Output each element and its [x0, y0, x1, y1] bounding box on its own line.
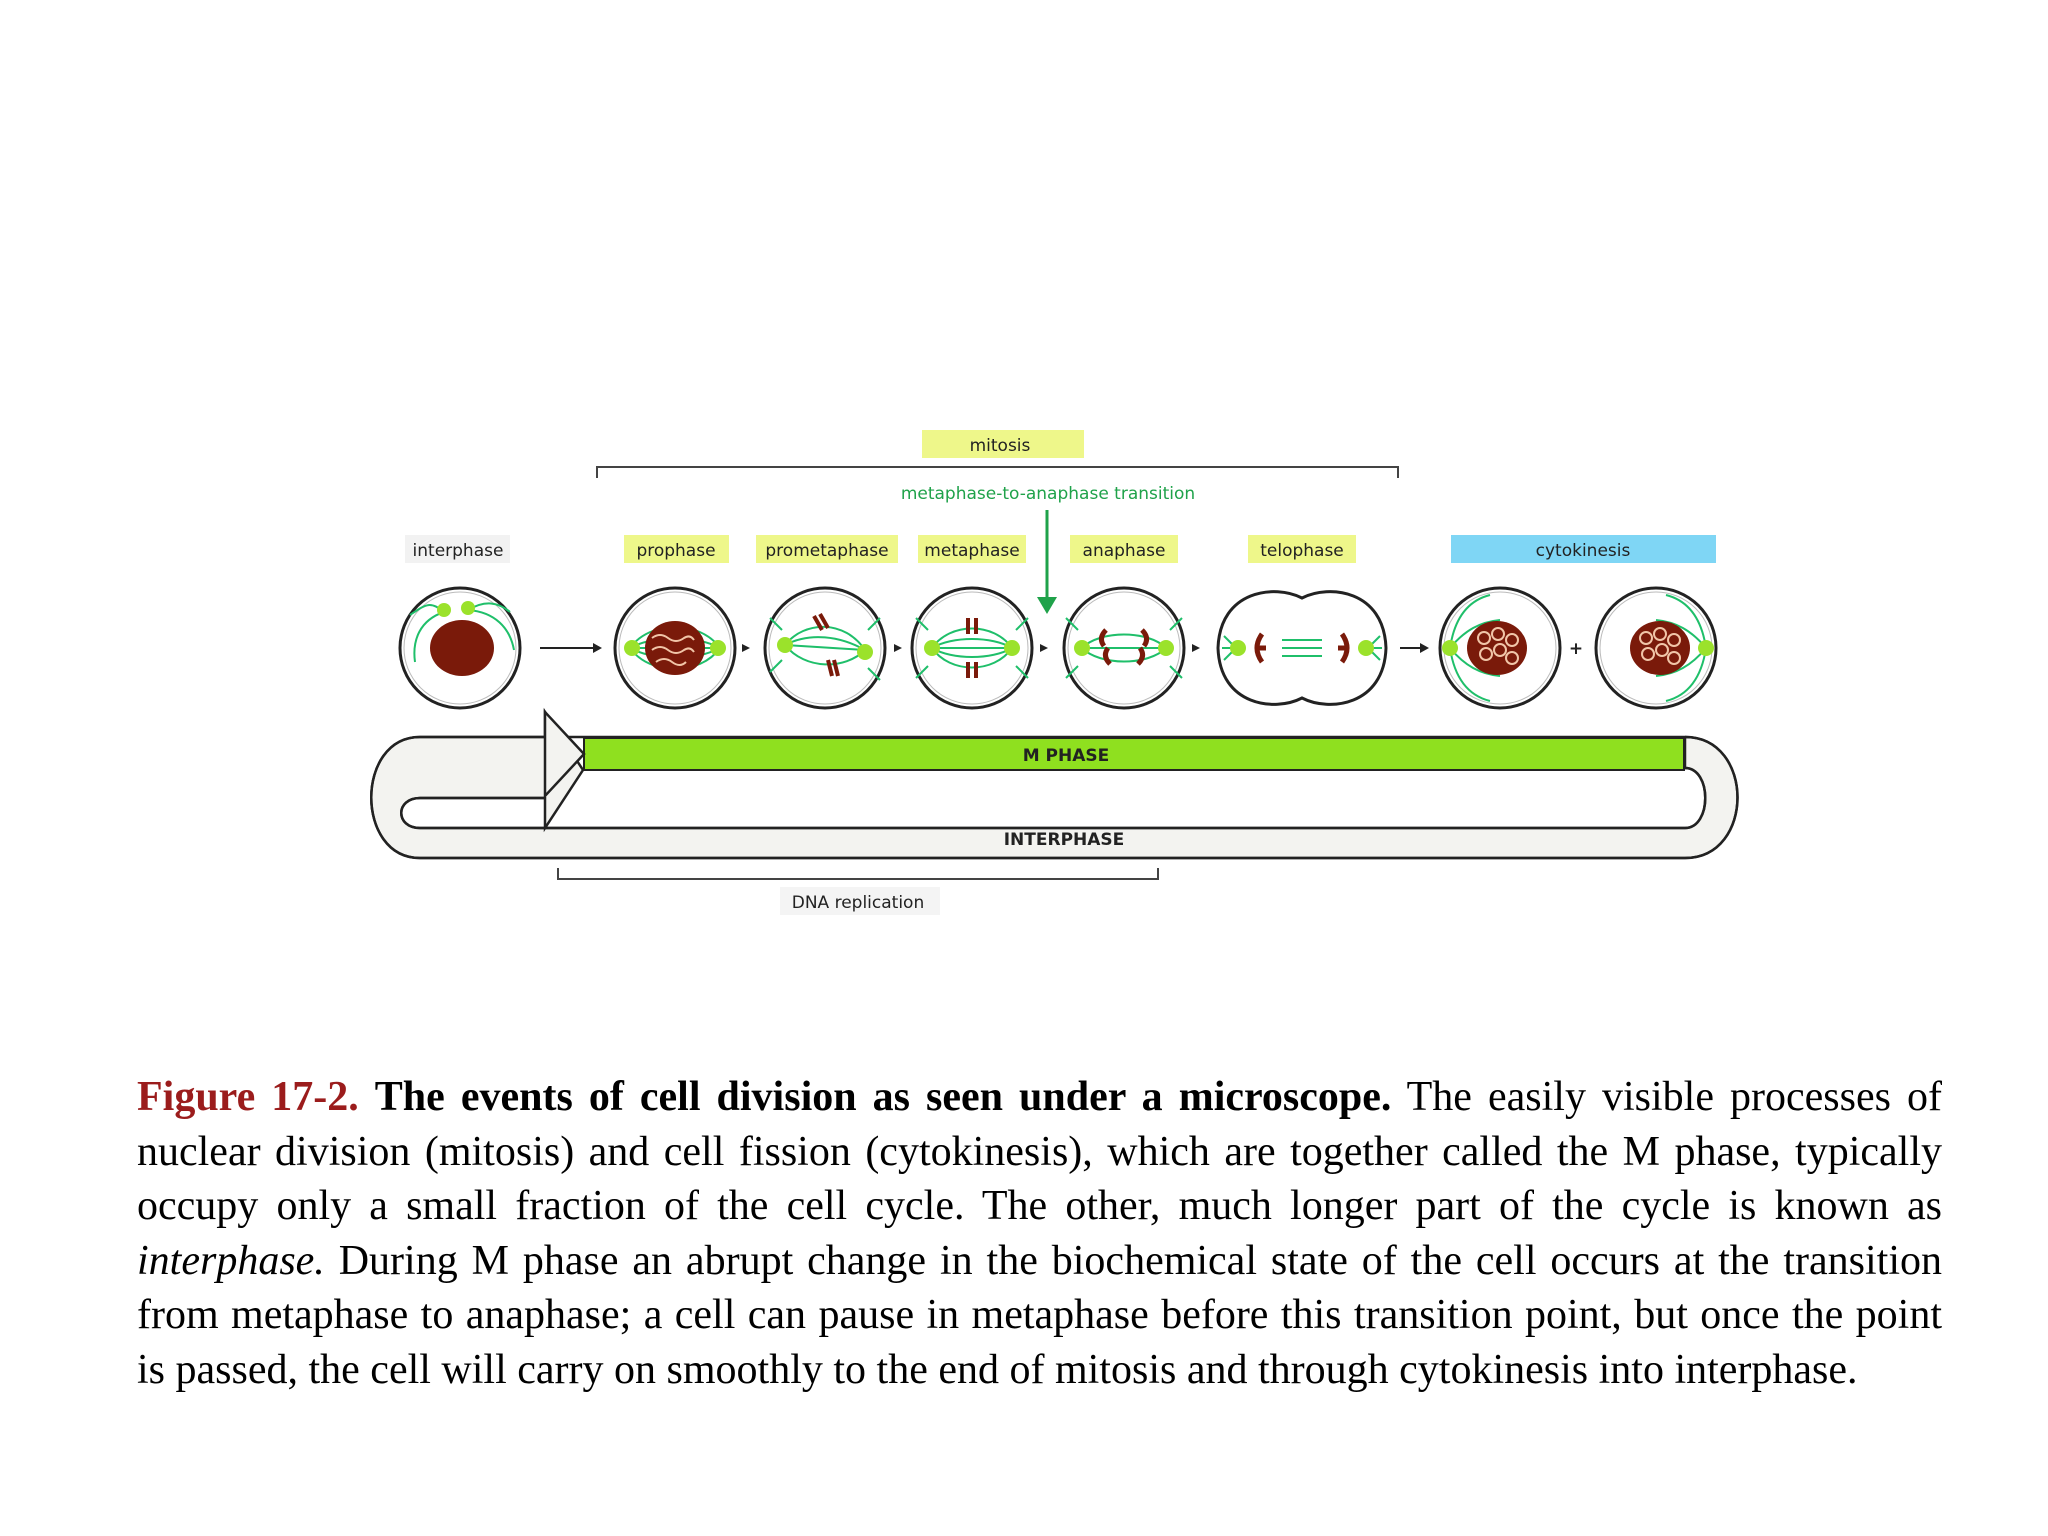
svg-text:prometaphase: prometaphase [765, 541, 888, 561]
arrow-icon [1040, 644, 1048, 652]
caption-italic-interphase: interphase. [137, 1237, 325, 1284]
cell-cycle-outer [370, 735, 1739, 860]
stage-label-anaphase: anaphase [1070, 535, 1178, 563]
plus-sign: + [1569, 639, 1583, 659]
mitosis-label: mitosis [970, 436, 1031, 456]
arrow-icon [540, 643, 602, 653]
mitosis-label-bg [922, 430, 1084, 458]
caption-text-part2: During M phase an abrupt change in the b… [137, 1237, 1943, 1393]
dna-replication-bracket [557, 868, 1159, 880]
cell-daughter-1 [1438, 586, 1562, 710]
stage-label-interphase: interphase [405, 535, 510, 563]
transition-label: metaphase-to-anaphase transition [901, 484, 1195, 504]
svg-text:anaphase: anaphase [1083, 541, 1166, 561]
dna-replication-label-bg [780, 887, 940, 915]
svg-text:cytokinesis: cytokinesis [1536, 541, 1631, 561]
m-phase-bar [583, 737, 1685, 771]
cell-cycle-inner [400, 766, 1707, 830]
arrow-icon [1400, 643, 1429, 653]
arrow-icon [742, 644, 750, 652]
stage-label-prophase: prophase [624, 535, 729, 563]
svg-text:telophase: telophase [1260, 541, 1344, 561]
cell-metaphase [910, 586, 1034, 710]
caption-text-part1: The easily visible processes of nuclear … [137, 1074, 1942, 1229]
transition-arrow-icon [1037, 510, 1057, 614]
svg-text:metaphase: metaphase [924, 541, 1019, 561]
stage-label-cytokinesis: cytokinesis [1451, 535, 1716, 563]
figure-caption: Figure 17-2. The events of cell division… [137, 1070, 1942, 1397]
cell-telophase [1216, 590, 1388, 706]
stage-label-prometaphase: prometaphase [756, 535, 898, 563]
arrow-icon [894, 644, 902, 652]
mitosis-bracket [596, 466, 1399, 478]
svg-text:prophase: prophase [636, 541, 715, 561]
m-phase-label: M PHASE [1023, 746, 1110, 766]
stage-label-metaphase: metaphase [918, 535, 1026, 563]
figure-number: Figure 17-2. [137, 1074, 359, 1120]
cell-prophase [613, 586, 737, 710]
cell-anaphase [1062, 586, 1186, 710]
svg-text:interphase: interphase [413, 541, 504, 561]
cell-interphase [398, 586, 522, 710]
dna-replication-label: DNA replication [792, 893, 924, 913]
arrow-icon [1192, 644, 1200, 652]
cell-prometaphase [763, 586, 887, 710]
cell-daughter-2 [1594, 586, 1718, 710]
arrowhead-icon [543, 708, 586, 800]
interphase-track-label: INTERPHASE [1004, 830, 1125, 850]
stage-label-telophase: telophase [1248, 535, 1356, 563]
figure-title: The events of cell division as seen unde… [374, 1074, 1392, 1120]
